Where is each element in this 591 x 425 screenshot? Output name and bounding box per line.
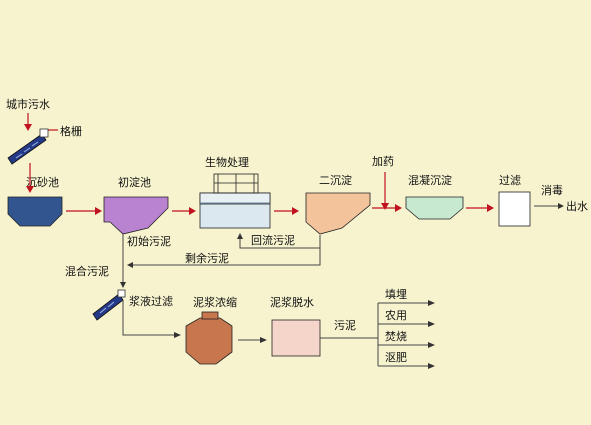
label-composting: 沤肥 (385, 351, 407, 364)
arrowhead (24, 124, 32, 131)
grit-chamber-tank (7, 196, 63, 227)
label-filtration: 过滤 (499, 174, 521, 187)
arrowhead (395, 204, 402, 212)
label-bio-treatment: 生物处理 (205, 155, 249, 169)
label-thickening: 泥浆浓缩 (193, 295, 237, 309)
arrowhead (189, 207, 196, 215)
return-sludge-line (237, 233, 321, 249)
label-dosing: 加药 (372, 155, 394, 168)
excess-sludge-line (127, 248, 321, 268)
secondary-settling-tank (305, 192, 371, 235)
pump-to-thickener-line (122, 300, 181, 338)
arrowhead (95, 207, 102, 215)
sludge-disposal-lines (320, 300, 435, 369)
primary-settling-tank (103, 196, 169, 235)
label-excess-sludge: 剩余污泥 (185, 251, 229, 265)
label-landfill: 填埋 (385, 287, 407, 301)
label-screen: 格栅 (60, 124, 82, 138)
arrowhead (558, 203, 564, 209)
arrowhead (292, 207, 299, 215)
coagulation-settling-tank (405, 196, 464, 220)
filtration-unit (498, 191, 531, 227)
biological-treatment-tank (199, 173, 271, 229)
label-secondary-settling: 二沉淀 (319, 173, 352, 187)
label-mixed-sludge: 混合污泥 (65, 264, 109, 278)
label-disinfection: 消毒 (541, 183, 563, 197)
label-outlet: 出水 (566, 199, 588, 213)
primary-sludge-line (120, 234, 126, 288)
slurry-pump-icon (92, 289, 126, 321)
label-dewatering: 泥浆脱水 (270, 295, 314, 309)
arrowhead (381, 203, 389, 210)
sludge-dewatering-unit (271, 319, 321, 357)
label-coagulation: 混凝沉淀 (408, 173, 452, 187)
label-incineration: 焚烧 (385, 330, 407, 343)
label-sludge: 污泥 (334, 319, 356, 332)
label-primary-sludge: 初始污泥 (127, 234, 171, 248)
arrowhead (487, 204, 494, 212)
screen-pump-icon (7, 128, 49, 165)
sludge-thickener (185, 311, 233, 365)
label-grit-chamber: 沉砂池 (26, 176, 59, 189)
label-sewage: 城市污水 (6, 97, 50, 111)
label-return-sludge: 回流污泥 (251, 233, 295, 247)
arrowhead (260, 337, 267, 343)
label-agricultural: 农用 (385, 308, 407, 322)
arrowhead (26, 186, 34, 193)
label-primary-settling: 初淀池 (118, 175, 151, 189)
label-slurry-filter: 浆液过滤 (129, 294, 173, 308)
